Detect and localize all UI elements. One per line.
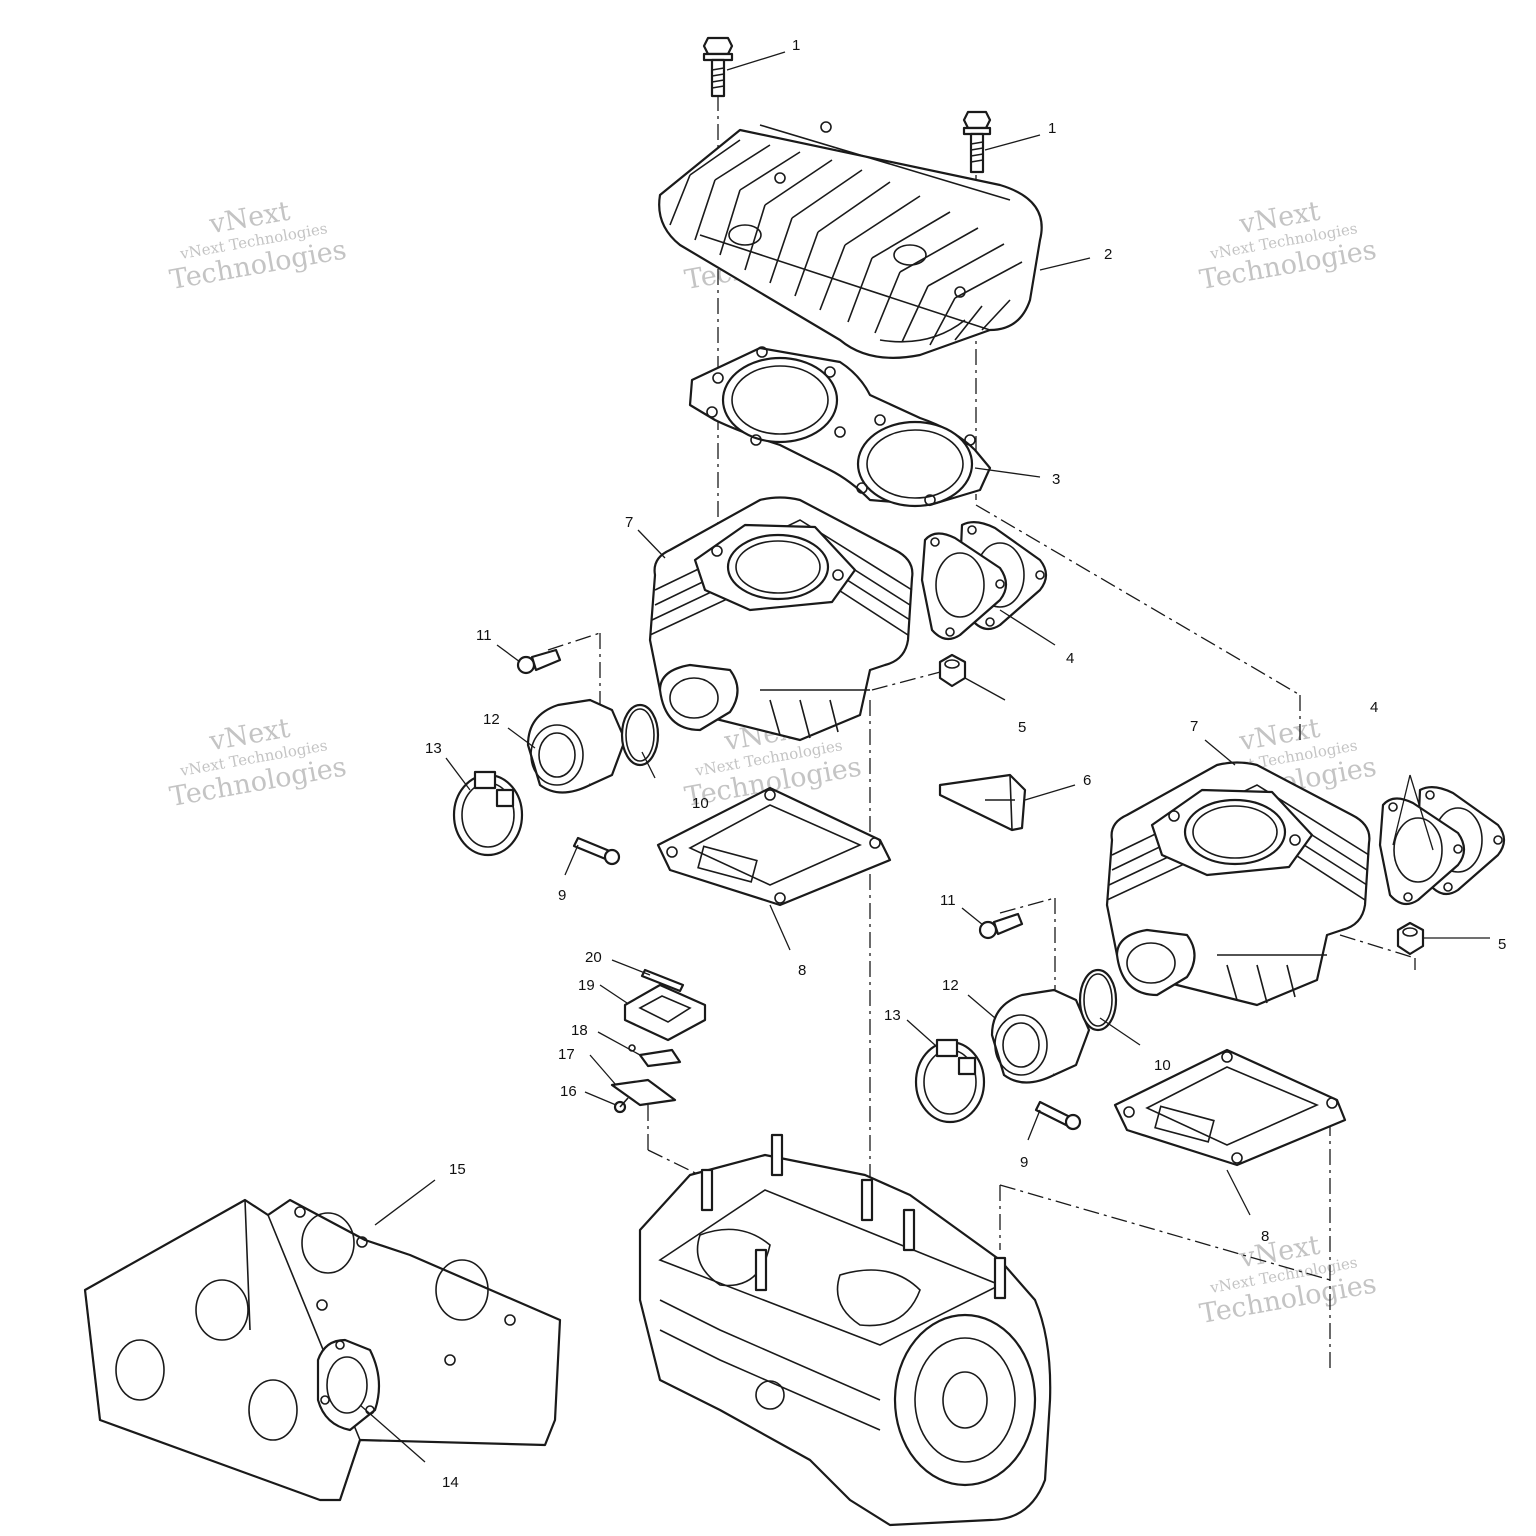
head-bolt [702, 36, 734, 98]
intake-adapter-right [990, 988, 1091, 1084]
callout-6: 6 [1083, 772, 1091, 789]
intake-o-ring [1078, 968, 1118, 1032]
callout-7: 7 [625, 514, 633, 531]
exhaust-gasket-left [920, 521, 1048, 641]
cylinder-base-gasket-right [1113, 1048, 1347, 1167]
callout-1: 1 [792, 37, 800, 54]
reed-stop [610, 1078, 677, 1107]
exhaust-nut [1396, 921, 1425, 956]
crankcase [638, 1133, 1052, 1527]
callout-10: 10 [692, 795, 709, 812]
head-bolt [962, 110, 992, 174]
cylinder-left [648, 496, 914, 742]
callout-16: 16 [560, 1083, 577, 1100]
watermark: vNext vNext Technologies Technologies [167, 196, 348, 296]
intake-clamp-right [914, 1038, 986, 1124]
head-gasket [688, 346, 992, 508]
callout-12: 12 [942, 977, 959, 994]
callout-12: 12 [483, 711, 500, 728]
clamp-screw [572, 836, 621, 866]
callout-17: 17 [558, 1046, 575, 1063]
callout-5: 5 [1018, 719, 1026, 736]
callout-labels: 1 1 2 3 4 4 5 5 6 7 7 8 8 9 9 10 10 11 1… [425, 37, 1506, 1491]
reed-petal [628, 1044, 682, 1068]
callout-14: 14 [442, 1474, 459, 1491]
watermark: vNext vNext Technologies Technologies [167, 713, 348, 813]
callout-19: 19 [578, 977, 595, 994]
intake-adapter-left [526, 698, 627, 794]
callout-7: 7 [1190, 718, 1198, 735]
cylinder-head [658, 121, 1043, 359]
reed-screw [613, 1097, 629, 1114]
callout-11: 11 [476, 627, 492, 644]
exhaust-nut [938, 653, 967, 688]
intake-screw [978, 912, 1024, 940]
callout-9: 9 [558, 887, 566, 904]
reed-cage [623, 983, 707, 1042]
callout-3: 3 [1052, 471, 1060, 488]
callout-8: 8 [798, 962, 806, 979]
callout-1: 1 [1048, 120, 1056, 137]
deflector-wedge [938, 773, 1027, 832]
watermark: vNext vNext Technologies Technologies [1197, 1230, 1378, 1330]
cylinder-right [1105, 761, 1371, 1007]
callout-4: 4 [1370, 699, 1378, 716]
callout-18: 18 [571, 1022, 588, 1039]
callout-11: 11 [940, 892, 956, 909]
callout-13: 13 [425, 740, 442, 757]
intake-screw [516, 648, 562, 675]
callout-8: 8 [1261, 1228, 1269, 1245]
callout-4: 4 [1066, 650, 1074, 667]
callout-20: 20 [585, 949, 602, 966]
clamp-screw [1034, 1100, 1082, 1131]
intake-o-ring [620, 703, 660, 767]
watermark: vNext vNext Technologies Technologies [1197, 196, 1378, 296]
callout-2: 2 [1104, 246, 1112, 263]
exhaust-gasket-right [1378, 786, 1506, 906]
callout-15: 15 [449, 1161, 466, 1178]
leader-lines [359, 51, 1490, 1463]
callout-13: 13 [884, 1007, 901, 1024]
intake-clamp-left [452, 770, 524, 857]
callout-10: 10 [1154, 1057, 1171, 1074]
callout-9: 9 [1020, 1154, 1028, 1171]
reed-stop-pin [640, 968, 685, 993]
callout-5: 5 [1498, 936, 1506, 953]
crankcase-stud [700, 1133, 1007, 1300]
cylinder-base-gasket-left [656, 786, 892, 907]
